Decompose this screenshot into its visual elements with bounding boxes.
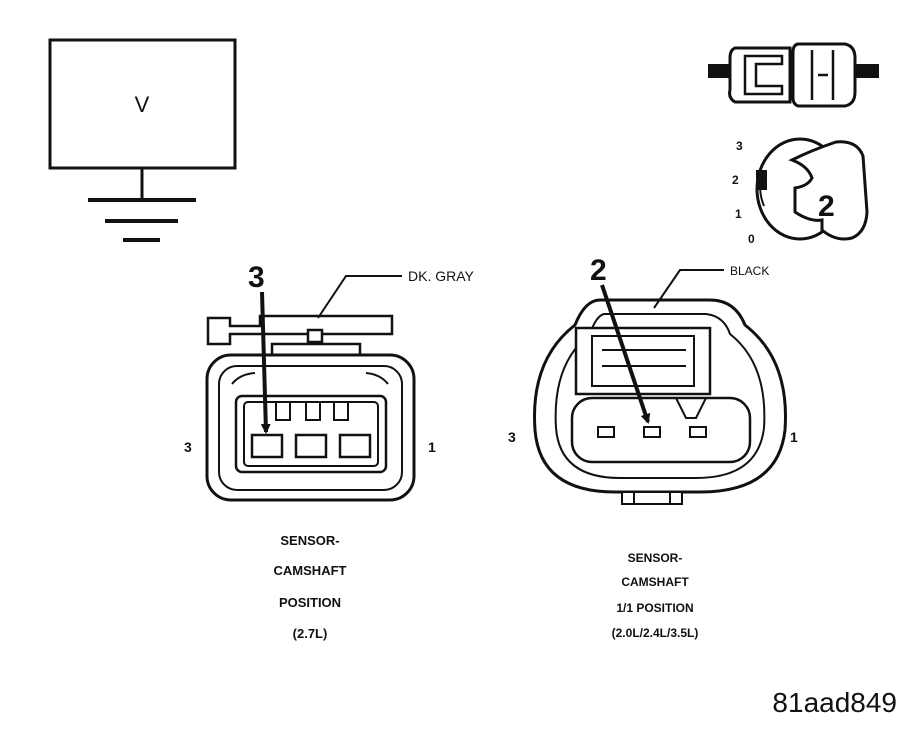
connector-left-wire-color: DK. GRAY <box>408 268 475 284</box>
connector-left-pin-label-right: 1 <box>428 439 436 455</box>
connector-left-caption-2: CAMSHAFT <box>274 563 347 578</box>
connector-left-lock-tab <box>206 314 394 346</box>
scale-mark-1: 1 <box>735 207 742 221</box>
switch-key <box>788 140 869 241</box>
connector-left-cavity-3 <box>250 433 284 459</box>
connector-left-caption-1: SENSOR- <box>280 533 339 548</box>
connector-right-pin-label-left: 3 <box>508 429 516 445</box>
backprobe-connector-icon <box>708 42 879 108</box>
connector-right-caption-2: CAMSHAFT <box>621 575 689 589</box>
connector-right: 3 1 2 BLACK SENSOR- CAMSHAFT 1/1 POSITIO… <box>508 254 798 640</box>
scale-mark-0: 0 <box>748 232 755 246</box>
connector-left-caption-3: POSITION <box>279 595 341 610</box>
connector-right-caption-4: (2.0L/2.4L/3.5L) <box>612 626 699 640</box>
connector-left-cavity-1 <box>338 433 372 459</box>
connector-right-wire-color: BLACK <box>730 264 769 278</box>
connector-right-caption-1: SENSOR- <box>628 551 683 565</box>
scale-mark-2: 2 <box>732 173 739 187</box>
connector-right-probe-arrow <box>600 284 651 424</box>
scale-mark-3: 3 <box>736 139 743 153</box>
voltmeter-symbol: V <box>135 92 150 117</box>
figure-id: 81aad849 <box>772 687 897 718</box>
connector-left-cavity-2 <box>294 433 328 459</box>
connector-left-wire-leader <box>317 275 402 319</box>
connector-right-caption-3: 1/1 POSITION <box>616 601 693 615</box>
connector-right-cavity-3 <box>597 426 615 438</box>
connector-left-caption-4: (2.7L) <box>293 626 328 641</box>
voltmeter-body <box>48 38 237 170</box>
connector-left-pin-label-left: 3 <box>184 439 192 455</box>
switch-pointer <box>756 170 767 190</box>
connector-right-wire-leader <box>653 269 724 309</box>
connector-right-callout: 2 <box>590 254 607 287</box>
switch-position: 2 <box>818 190 835 223</box>
connector-right-cavity-1 <box>689 426 707 438</box>
connector-left-callout: 3 <box>248 261 265 294</box>
connector-right-bottom-key <box>621 491 683 505</box>
connector-right-latch <box>574 326 712 396</box>
ignition-switch-icon: 3 2 1 0 2 <box>732 137 869 246</box>
ground-icon <box>88 198 196 242</box>
connector-right-cavity-2 <box>643 426 661 438</box>
connector-left: 3 1 3 DK. GRAY SENSOR- CAMSHAFT POSITION… <box>184 261 475 641</box>
connector-left-probe-arrow <box>260 291 271 434</box>
connector-right-pin-label-right: 1 <box>790 429 798 445</box>
voltmeter: V <box>48 38 237 242</box>
